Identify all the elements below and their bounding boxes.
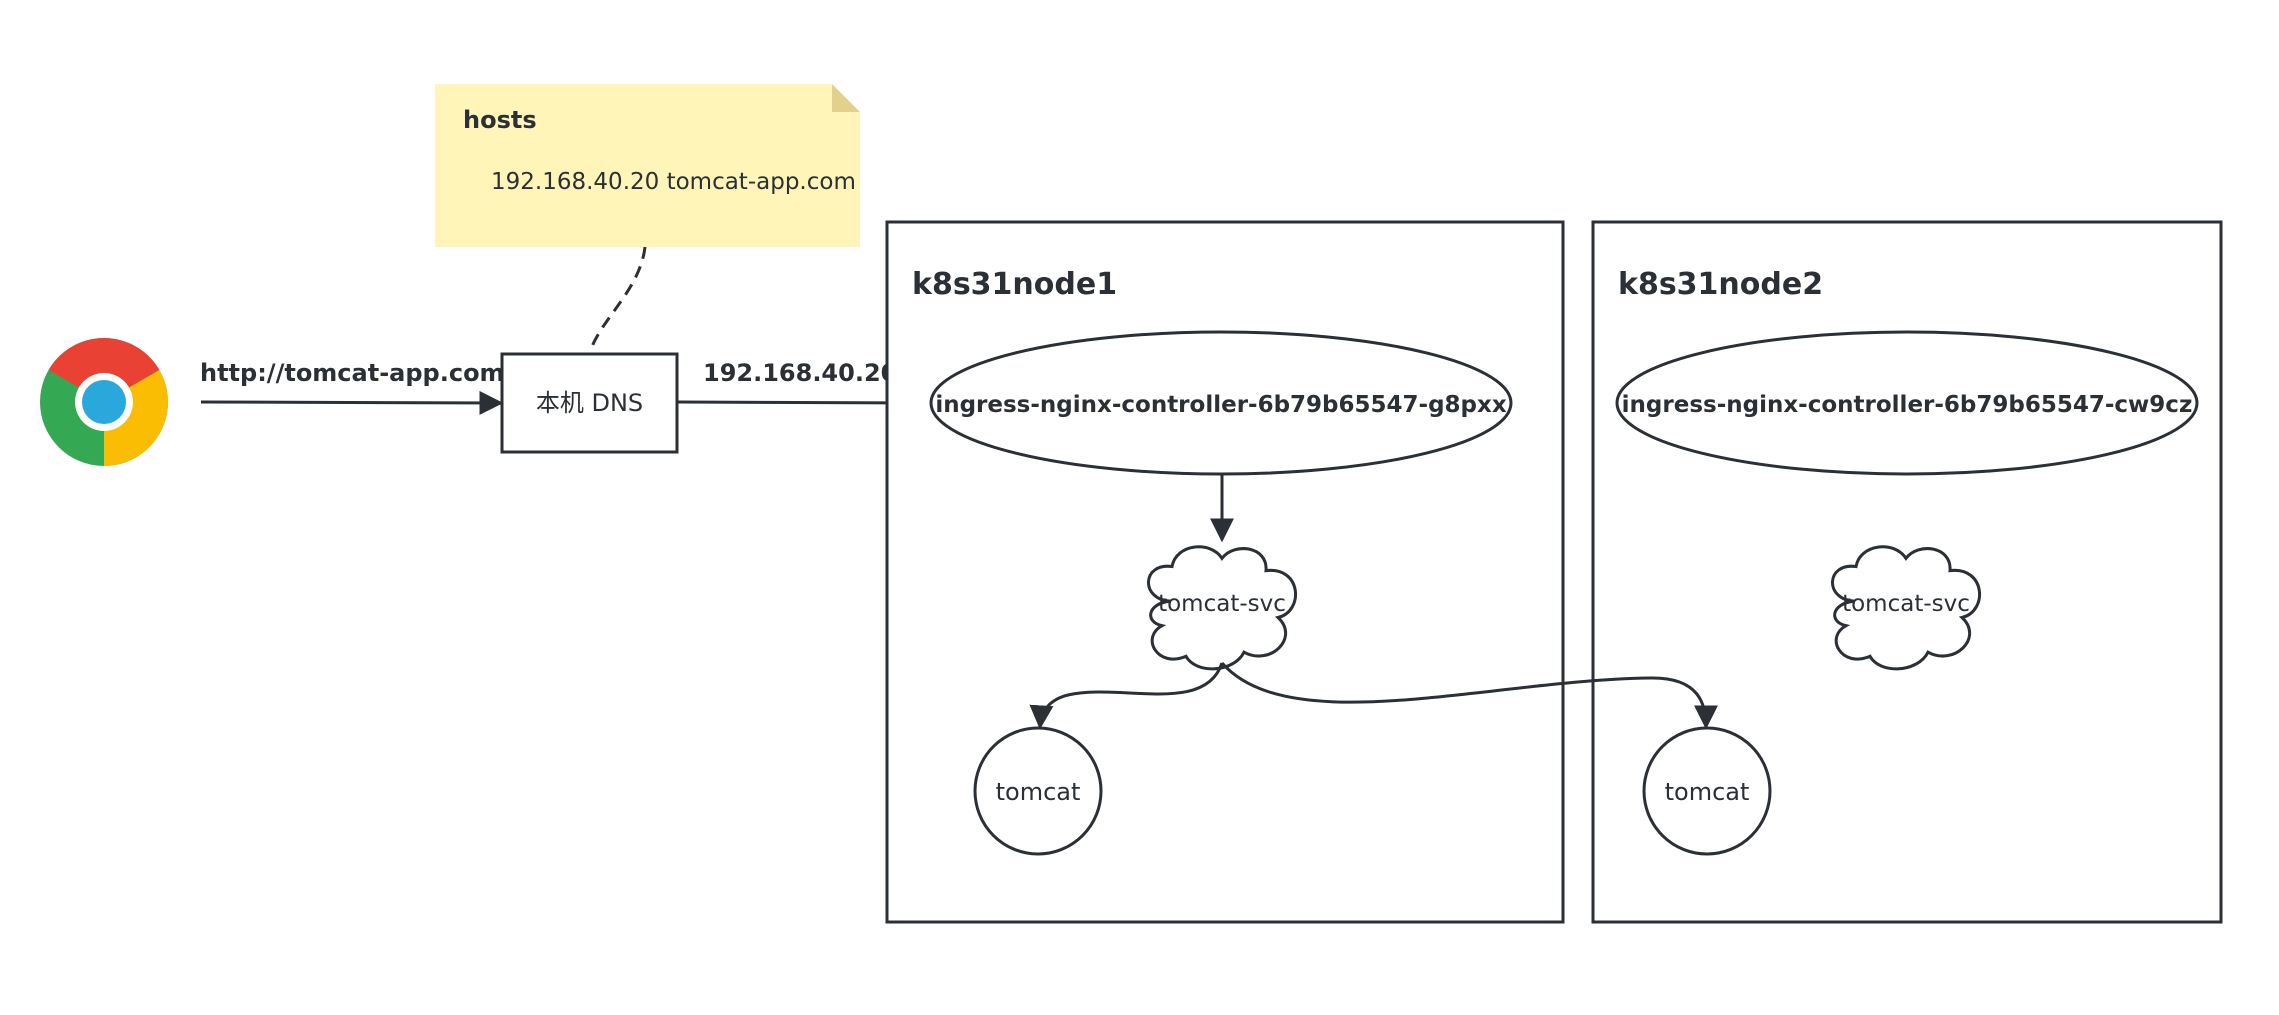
chrome-icon (40, 338, 168, 466)
node-2-pod: tomcat (1642, 726, 1772, 856)
cloud-icon (1147, 545, 1298, 671)
node-2-service-cloud: tomcat-svc (1831, 545, 1982, 671)
dns-box-frame (500, 352, 679, 454)
hosts-note-fold (832, 84, 860, 112)
browser-to-dns-arrow (200, 390, 504, 415)
dns-box-label: 本机 DNS (536, 389, 643, 417)
browser-url-label: http://tomcat-app.com/ (200, 359, 514, 387)
svc-to-node1-pod-arrow (1029, 662, 1224, 730)
svc-to-node2-pod-arrow (1220, 662, 1718, 730)
node-1-service-label: tomcat-svc (1158, 591, 1286, 617)
node-2-title: k8s31node2 (1618, 267, 1823, 302)
node-1-pod: tomcat (973, 726, 1103, 856)
hosts-note-text: 192.168.40.20 tomcat-app.com (491, 169, 856, 195)
hosts-note-body (435, 84, 860, 247)
dns-to-controller-edge-label: 192.168.40.20 (703, 359, 897, 387)
node-1-title: k8s31node1 (912, 267, 1117, 302)
node-2-pod-circle (1642, 726, 1772, 856)
cloud-icon (1831, 545, 1982, 671)
node-2-controller-label: ingress-nginx-controller-6b79b65547-cw9c… (1622, 392, 2193, 418)
hosts-note: hosts 192.168.40.20 tomcat-app.com (435, 84, 860, 247)
chrome-icon-red-segment (48, 338, 160, 402)
node-2-controller-ellipse (1615, 330, 2199, 476)
dns-box: 本机 DNS (500, 352, 679, 454)
node-1-controller-label: ingress-nginx-controller-6b79b65547-g8px… (935, 392, 1507, 418)
node-2-pod-label: tomcat (1665, 778, 1750, 806)
node-1-pod-label: tomcat (996, 778, 1081, 806)
node-2-service-label: tomcat-svc (1842, 591, 1970, 617)
note-to-dns-connector (588, 246, 647, 353)
node-1-pod-circle (973, 726, 1103, 856)
chrome-icon-center (82, 380, 126, 424)
node-1-service-cloud: tomcat-svc (1147, 545, 1298, 671)
hosts-note-title: hosts (463, 106, 537, 134)
